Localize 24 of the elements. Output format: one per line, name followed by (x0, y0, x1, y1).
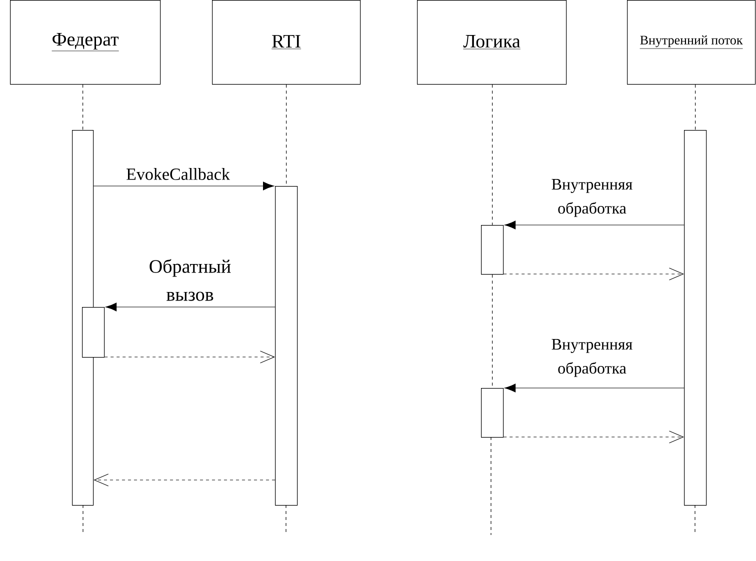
message-arrow (504, 384, 684, 392)
return-arrow (94, 474, 276, 486)
lifeline (492, 84, 493, 226)
activation-bar (684, 130, 707, 506)
message-label: Внутренняя обработка (552, 179, 632, 217)
message-arrow (504, 220, 684, 230)
message-label: Обратный вызов (150, 259, 231, 301)
return-arrow (503, 430, 684, 444)
return-arrow (503, 268, 684, 280)
lifeline (695, 84, 696, 130)
message-arrow (106, 302, 276, 312)
message-label: EvokeCallback (126, 168, 230, 180)
activation-bar (275, 186, 298, 506)
lifeline-box: RTI (212, 0, 361, 85)
message-label: Внутренняя обработка (552, 339, 632, 377)
activation-bar (481, 388, 504, 438)
activation-bar (481, 225, 504, 275)
message-arrow (93, 182, 274, 190)
lifeline-box: Внутренний поток (627, 0, 756, 85)
lifeline-box: Федерат (10, 0, 161, 85)
activation-bar (82, 307, 105, 358)
lifeline (82, 84, 84, 130)
return-arrow (104, 350, 275, 364)
lifeline-box: Логика (417, 0, 567, 85)
